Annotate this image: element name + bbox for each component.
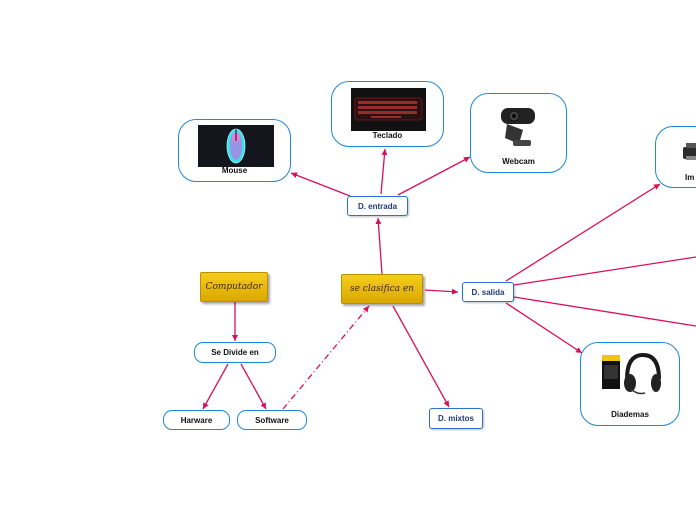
card-label-webcam: Webcam — [502, 157, 535, 166]
edge-clasifica-entrada — [375, 217, 383, 275]
node-harware[interactable]: Harware — [163, 410, 230, 430]
headset-image — [602, 352, 661, 395]
edge-divide-software — [240, 363, 267, 410]
card-label-teclado: Teclado — [372, 131, 403, 140]
node-se-divide-en[interactable]: Se Divide en — [194, 342, 276, 363]
card-diademas[interactable]: Diademas — [580, 342, 680, 426]
edge-divide-harware — [202, 363, 229, 410]
edge-salida-impresora — [505, 183, 661, 282]
edge-entrada-mouse — [290, 172, 351, 197]
card-mouse[interactable]: Mouse — [178, 119, 291, 182]
node-computador[interactable]: Computador — [200, 272, 268, 302]
edge-clasifica-salida — [424, 288, 459, 295]
node-software[interactable]: Software — [237, 410, 307, 430]
card-label-diademas: Diademas — [611, 410, 649, 419]
node-se-clasifica-en[interactable]: se clasifica en — [341, 274, 423, 304]
edge-entrada-teclado — [380, 148, 388, 195]
mouse-image — [198, 125, 274, 167]
keyboard-image — [351, 88, 426, 131]
node-d-salida[interactable]: D. salida — [462, 282, 514, 302]
node-d-entrada[interactable]: D. entrada — [347, 196, 408, 216]
edge-salida-offscreen-2 — [513, 296, 696, 327]
card-label-impresora: Im — [685, 173, 695, 182]
edge-salida-offscreen-1 — [513, 256, 696, 286]
edge-software-clasifica — [282, 305, 370, 410]
card-webcam[interactable]: Webcam — [470, 93, 567, 173]
printer-image — [683, 143, 696, 160]
node-d-mixtos[interactable]: D. mixtos — [429, 408, 483, 429]
edge-clasifica-mixtos — [392, 305, 450, 408]
edge-salida-diademas — [505, 302, 583, 354]
card-impresora[interactable]: Im — [655, 126, 696, 188]
webcam-image — [501, 108, 535, 146]
edge-entrada-webcam — [397, 156, 471, 196]
card-label-mouse: Mouse — [221, 166, 248, 175]
card-teclado[interactable]: Teclado — [331, 81, 444, 147]
